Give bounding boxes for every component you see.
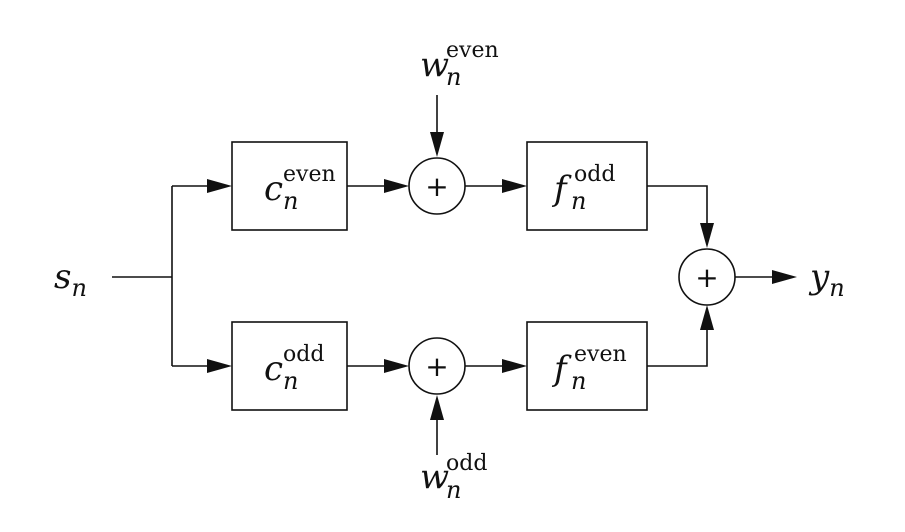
adder-output-symbol: +: [695, 261, 718, 294]
label-f-odd-sup: odd: [574, 162, 615, 187]
wire-f-even-to-output-adder: [647, 327, 708, 367]
label-c-odd: c: [264, 349, 283, 389]
arrow-into-adder-bottom: [384, 359, 409, 373]
label-c-even-sup: even: [283, 162, 336, 187]
adder-even-symbol: +: [425, 170, 448, 203]
arrow-into-f-odd: [502, 179, 527, 193]
arrow-into-f-even: [502, 359, 527, 373]
arrow-output: [772, 270, 797, 284]
label-noise-odd-sub: n: [446, 476, 461, 504]
adder-odd: [408, 337, 466, 395]
arrow-noise-even: [430, 132, 444, 157]
arrow-into-output-adder-bottom: [700, 305, 714, 330]
adder-output: [678, 248, 736, 306]
wire-f-odd-to-output-adder: [647, 185, 708, 226]
label-c-odd-sup: odd: [283, 342, 324, 367]
arrow-noise-odd: [430, 395, 444, 420]
label-noise-even-sup: even: [446, 38, 499, 63]
adder-odd-symbol: +: [425, 350, 448, 383]
label-c-even-sub: n: [283, 187, 298, 215]
block-f-odd: [526, 141, 648, 231]
block-f-even: [526, 321, 648, 411]
arrow-into-c-odd: [207, 359, 232, 373]
label-c-even: c: [264, 169, 283, 209]
label-c-odd-sub: n: [283, 367, 298, 395]
label-noise-even: w: [420, 45, 449, 85]
arrow-into-output-adder-top: [700, 223, 714, 248]
arrow-into-c-even: [207, 179, 232, 193]
label-noise-odd: w: [420, 457, 449, 497]
label-noise-even-sub: n: [446, 63, 461, 91]
label-f-even-sup: even: [574, 342, 627, 367]
label-noise-odd-sup: odd: [446, 451, 487, 476]
adder-even: [408, 157, 466, 215]
input-label: sn: [54, 257, 87, 302]
output-label: yn: [808, 257, 845, 302]
block-c-odd: [231, 321, 348, 411]
block-c-even: [231, 141, 348, 231]
label-f-even-sub: n: [571, 367, 586, 395]
label-f-odd-sub: n: [571, 187, 586, 215]
arrow-into-adder-top: [384, 179, 409, 193]
